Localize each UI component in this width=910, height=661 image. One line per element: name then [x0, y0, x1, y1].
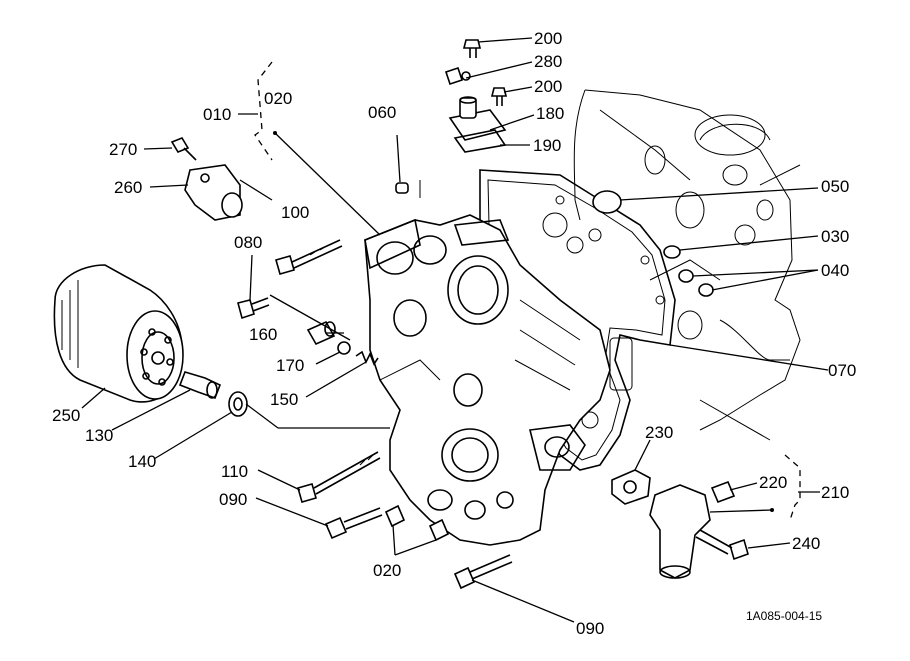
label-280: 280 — [534, 52, 562, 71]
bolt-090-left — [324, 507, 383, 540]
fitting-280 — [444, 66, 471, 86]
o-rings-040 — [678, 269, 714, 297]
label-030: 030 — [821, 227, 849, 246]
water-outlet-210 — [649, 484, 711, 579]
label-020-top: 020 — [264, 89, 292, 108]
label-170: 170 — [276, 356, 304, 375]
label-150: 150 — [270, 390, 298, 409]
label-210: 210 — [821, 483, 849, 502]
label-250: 250 — [52, 406, 80, 425]
label-260: 260 — [114, 178, 142, 197]
elbow-260 — [184, 164, 243, 221]
label-070: 070 — [828, 361, 856, 380]
bolt-100 — [275, 239, 343, 275]
oil-filter-250 — [53, 264, 184, 403]
o-ring-050 — [592, 190, 622, 214]
label-220: 220 — [759, 473, 787, 492]
label-160: 160 — [249, 325, 277, 344]
label-100: 100 — [281, 203, 309, 222]
label-050: 050 — [821, 177, 849, 196]
gear-case-010 — [364, 214, 611, 546]
pin-060 — [395, 182, 409, 194]
leader-lines — [81, 37, 829, 623]
bracket-210 — [784, 454, 801, 521]
label-010: 010 — [203, 105, 231, 124]
label-110: 110 — [221, 462, 248, 481]
label-130: 130 — [85, 426, 113, 445]
gasket-230 — [611, 469, 651, 505]
bolt-080 — [237, 297, 270, 320]
drawing-code: 1A085-004-15 — [746, 609, 822, 623]
bracket-010-020 — [254, 61, 273, 161]
nipple-130 — [178, 371, 222, 400]
callout-labels: 200 280 200 180 190 010 020 060 270 260 … — [52, 29, 856, 638]
bolt-270 — [170, 137, 197, 161]
o-ring-030 — [663, 245, 681, 259]
label-200-second: 200 — [534, 77, 562, 96]
plug-220 — [710, 480, 736, 504]
bolt-200-top — [462, 39, 482, 58]
label-090-bottom: 090 — [576, 619, 604, 638]
plugs-020 — [384, 504, 450, 542]
engine-block-outline — [573, 89, 801, 441]
label-270: 270 — [109, 140, 137, 159]
ball-170 — [337, 341, 351, 355]
label-040: 040 — [821, 261, 849, 280]
label-140: 140 — [128, 452, 156, 471]
label-230: 230 — [645, 423, 673, 442]
spring-150 — [355, 350, 379, 366]
bolt-110 — [297, 451, 381, 503]
label-020-bottom: 020 — [373, 561, 401, 580]
bolt-200-second — [490, 87, 508, 106]
label-090-left: 090 — [219, 490, 247, 509]
label-200-top: 200 — [534, 29, 562, 48]
label-060: 060 — [368, 103, 396, 122]
bolt-240 — [695, 529, 749, 561]
cover-180 — [448, 96, 507, 141]
label-080: 080 — [234, 233, 262, 252]
label-180: 180 — [536, 104, 564, 123]
label-240: 240 — [792, 534, 820, 553]
bolt-090-bottom — [453, 554, 513, 590]
label-190: 190 — [533, 136, 561, 155]
